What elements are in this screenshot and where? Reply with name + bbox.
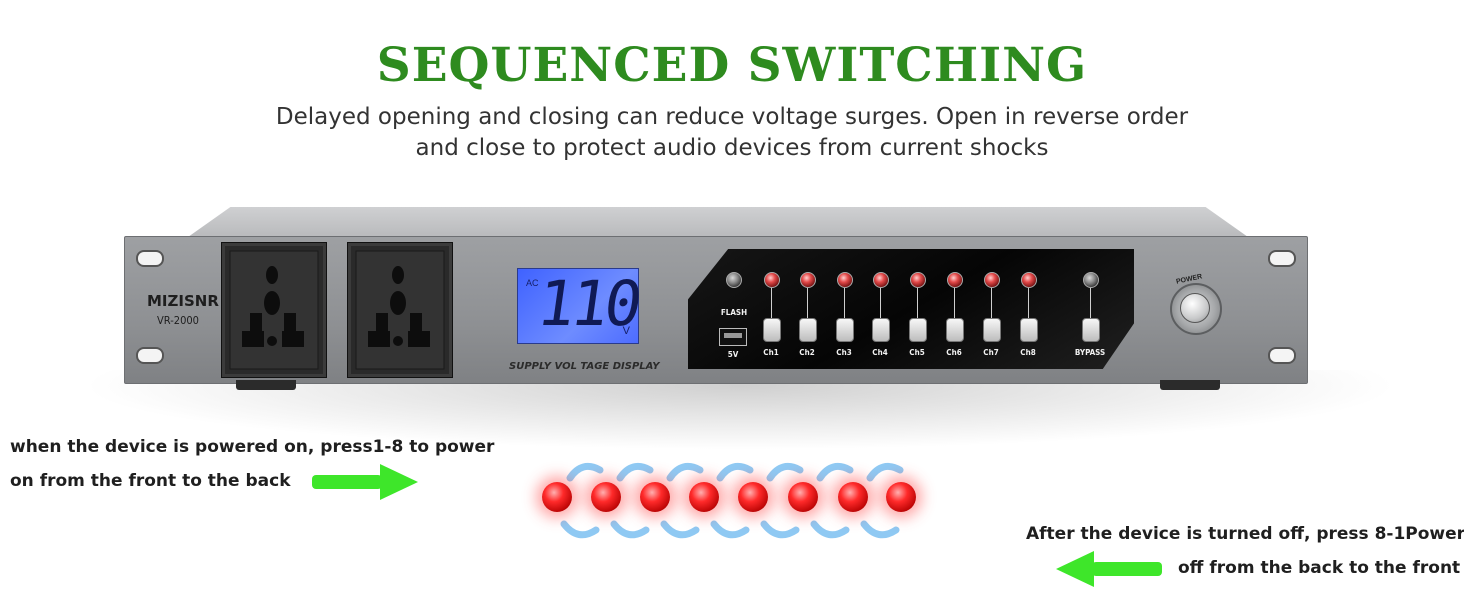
channel-button-ch8[interactable] [1020, 318, 1038, 342]
usb-label: 5V [727, 350, 739, 359]
sequence-led [788, 482, 818, 512]
channel-stem [771, 288, 772, 318]
channel-led [764, 272, 780, 288]
display-unit: V [622, 325, 630, 337]
channel-button-ch1[interactable] [763, 318, 781, 342]
channel-led [910, 272, 926, 288]
channel-label: Ch2 [799, 348, 815, 357]
channel-led [837, 272, 853, 288]
page-subtitle: Delayed opening and closing can reduce v… [0, 102, 1464, 164]
channel-label: Ch8 [1020, 348, 1036, 357]
rack-ear-hole-top-left [136, 250, 164, 267]
channel-stem [954, 288, 955, 318]
voltage-display: AC 110 V [517, 267, 643, 344]
power-button[interactable] [1180, 293, 1210, 323]
device-foot-right [1160, 380, 1220, 390]
rack-ear-hole-bottom-right [1268, 347, 1296, 364]
power-off-note-line-1: After the device is turned off, press 8-… [1026, 524, 1464, 544]
sequence-led [838, 482, 868, 512]
right-arrow-icon [312, 464, 418, 500]
channel-stem [807, 288, 808, 318]
channel-stem [1028, 288, 1029, 318]
channel-button-ch3[interactable] [836, 318, 854, 342]
channel-stem [844, 288, 845, 318]
bypass-led [1083, 272, 1099, 288]
channel-label: Ch7 [983, 348, 999, 357]
channel-label: Ch4 [872, 348, 888, 357]
bypass-button[interactable] [1082, 318, 1100, 342]
swirl-arrow-icon [560, 462, 904, 539]
channel-led [947, 272, 963, 288]
channel-button-ch4[interactable] [872, 318, 890, 342]
channel-led [1021, 272, 1037, 288]
subtitle-line-2: and close to protect audio devices from … [415, 135, 1049, 161]
channel-stem [991, 288, 992, 318]
channel-button-ch6[interactable] [946, 318, 964, 342]
bypass-label: BYPASS [1074, 348, 1106, 357]
page-title: SEQUENCED SWITCHING [376, 38, 1088, 93]
channel-button-ch2[interactable] [799, 318, 817, 342]
rack-ear-hole-top-right [1268, 250, 1296, 267]
brand-name: MIZISNR [147, 292, 219, 310]
sequence-led [689, 482, 719, 512]
power-on-note-line-2: on from the front to the back [10, 471, 291, 491]
device-foot-left [236, 380, 296, 390]
sequence-led [886, 482, 916, 512]
channel-button-ch5[interactable] [909, 318, 927, 342]
power-on-note-line-1: when the device is powered on, press1-8 … [10, 437, 495, 457]
channel-button-ch7[interactable] [983, 318, 1001, 342]
device-top-cover [188, 207, 1248, 237]
channel-label: Ch1 [763, 348, 779, 357]
flash-led [726, 272, 742, 288]
channel-led [800, 272, 816, 288]
channel-label: Ch5 [909, 348, 925, 357]
power-off-note-line-2: off from the back to the front [1178, 558, 1461, 578]
outlet-icon [221, 242, 327, 378]
channel-control-panel [688, 249, 1134, 369]
model-number: VR-2000 [157, 314, 199, 327]
channel-led [873, 272, 889, 288]
outlet-icon [347, 242, 453, 378]
bypass-stem [1090, 288, 1091, 318]
sequence-led [738, 482, 768, 512]
channel-stem [917, 288, 918, 318]
subtitle-line-1: Delayed opening and closing can reduce v… [275, 104, 1189, 130]
channel-led [984, 272, 1000, 288]
sequence-led [591, 482, 621, 512]
left-arrow-icon [1056, 551, 1162, 587]
channel-label: Ch3 [836, 348, 852, 357]
rack-ear-hole-bottom-left [136, 347, 164, 364]
display-ac-label: AC [526, 278, 539, 288]
flash-label: FLASH [720, 308, 748, 317]
channel-label: Ch6 [946, 348, 962, 357]
sequence-led [542, 482, 572, 512]
display-caption: SUPPLY VOL TAGE DISPLAY [509, 361, 660, 372]
usb-port[interactable] [719, 328, 747, 346]
channel-stem [880, 288, 881, 318]
sequence-led [640, 482, 670, 512]
